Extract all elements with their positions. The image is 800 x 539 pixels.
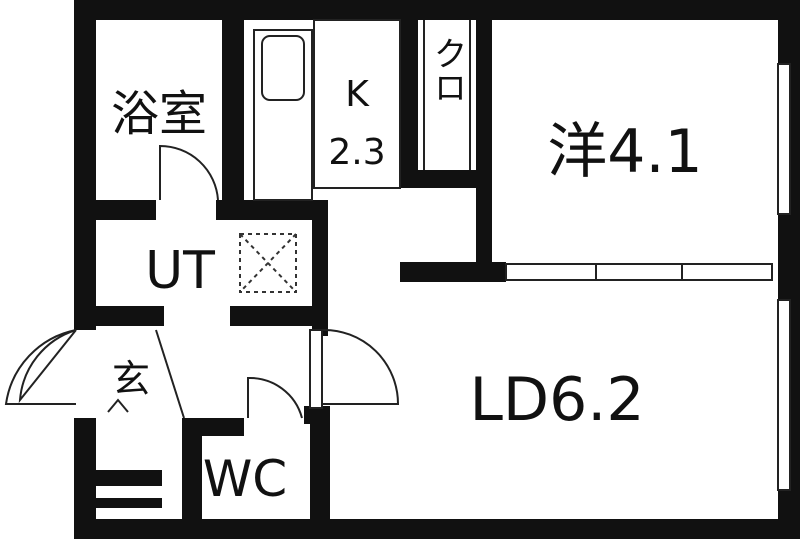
room-label-utility: UT <box>145 241 215 301</box>
doors <box>4 144 400 419</box>
windows <box>309 63 791 491</box>
interior-walls <box>74 0 506 539</box>
washing-machine-pan <box>239 233 297 293</box>
closet-rail <box>423 20 471 170</box>
kitchen-counter <box>313 19 401 189</box>
room-label-western-room: 洋4.1 <box>547 117 702 187</box>
room-label-living-dining: LD6.2 <box>469 365 644 435</box>
entrance-step <box>107 329 185 419</box>
room-label-bath: 浴室 <box>111 86 207 142</box>
bathtub <box>253 29 313 201</box>
room-label-toilet: WC <box>203 450 287 508</box>
sliding-doors <box>505 263 773 281</box>
room-label-closet: クロ <box>427 36 467 104</box>
room-label-kitchen-size: 2.3 <box>328 132 385 173</box>
room-label-entrance: 玄 <box>112 357 150 401</box>
room-label-kitchen-letter: K <box>345 74 370 115</box>
